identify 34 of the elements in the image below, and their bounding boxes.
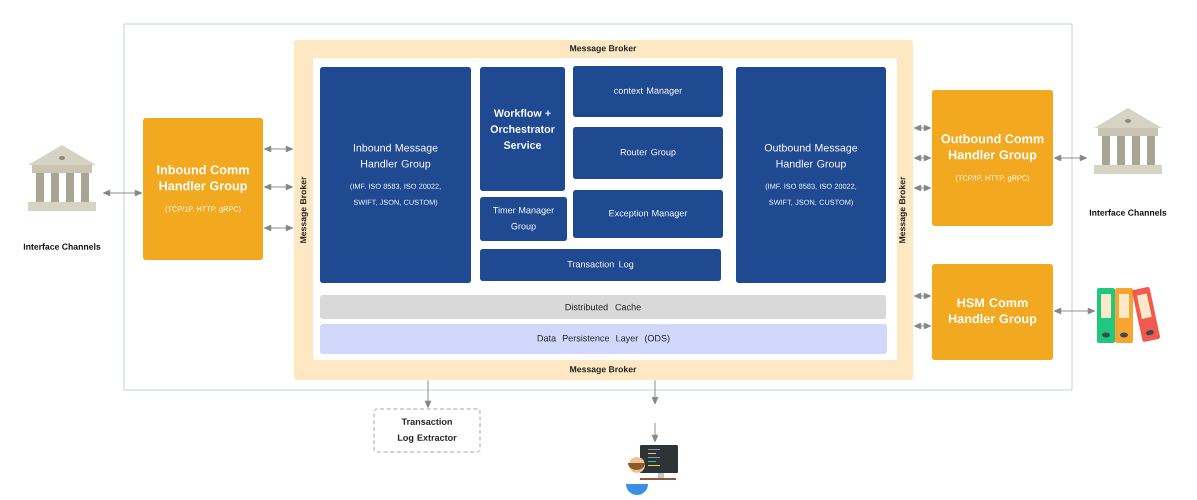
bank-icon [28, 145, 96, 211]
handler-box: HSM Comm Handler Group [932, 264, 1053, 360]
layer-bar: Distributed Cache [320, 295, 886, 319]
component-box: context Manager [573, 66, 723, 117]
arrow [651, 422, 659, 442]
component-box: Timer Manager Group [480, 197, 567, 241]
bank-icon [1094, 108, 1162, 174]
layer-bar: Data Persistence Layer (ODS) [320, 324, 887, 354]
arrow [1054, 154, 1087, 162]
arrow [651, 379, 659, 405]
band-label: Message Broker [299, 176, 309, 243]
arrow [914, 154, 931, 162]
component-box: Exception Manager [573, 190, 723, 238]
arrow [914, 322, 931, 330]
folders-drawing [1097, 287, 1161, 343]
arrow [914, 124, 931, 132]
arrow [264, 224, 293, 232]
service-box: Workflow + Orchestrator Service [480, 67, 565, 191]
band-label: Message Broker [898, 176, 908, 243]
arrow [1054, 307, 1095, 315]
channel-label: Interface Channels [23, 243, 101, 250]
component-box: Router Group [573, 127, 723, 179]
channel-label: Interface Channels [1089, 209, 1167, 216]
extractor-box: Transaction Log Extractor [373, 408, 481, 453]
arrow [264, 145, 293, 153]
band-label: Message Broker [570, 44, 637, 54]
arrow [914, 184, 931, 192]
arrow [914, 292, 931, 300]
person-at-computer-drawing [626, 445, 678, 495]
arrow [424, 379, 432, 408]
arrow [103, 189, 142, 197]
component-box: Transaction Log [480, 249, 721, 281]
arrow [264, 183, 293, 191]
band-label: Message Broker [570, 365, 637, 375]
